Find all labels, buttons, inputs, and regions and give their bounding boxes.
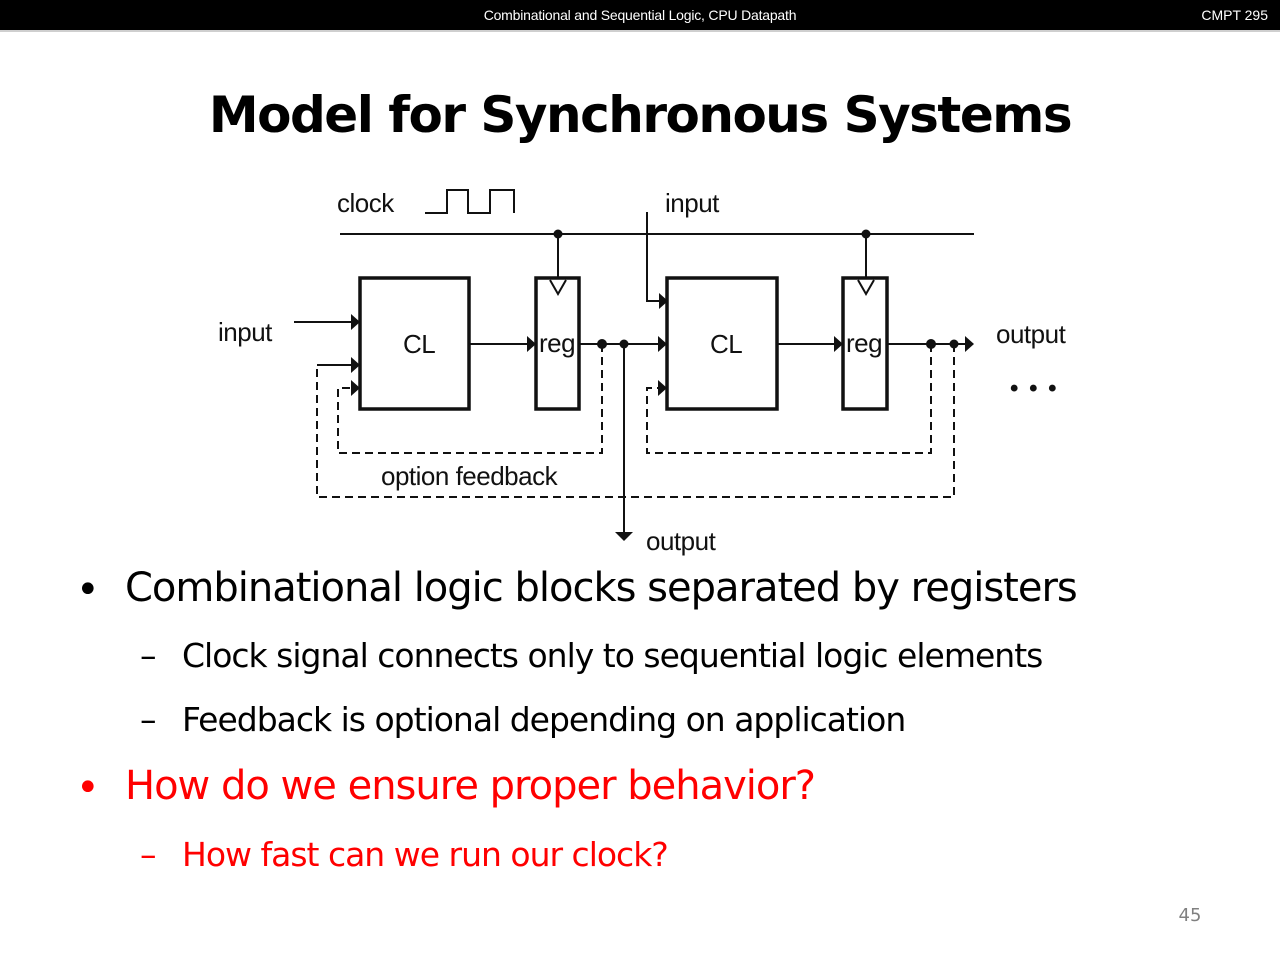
reg-label-1: reg <box>539 328 575 358</box>
slide-header-bar: Combinational and Sequential Logic, CPU … <box>0 0 1280 32</box>
bullet-1-text: Combinational logic blocks separated by … <box>125 565 1078 611</box>
bullet-2-text: How do we ensure proper behavior? <box>125 763 816 809</box>
synchronous-system-diagram: clock input CL reg CL reg input output o… <box>218 188 1067 556</box>
arrow-head <box>351 380 360 396</box>
sub-bullet-2-1-text: How fast can we run our clock? <box>182 835 669 874</box>
course-code: CMPT 295 <box>1201 7 1268 23</box>
arrow-head <box>834 336 843 352</box>
arrow-head <box>658 380 667 396</box>
sub-bullet-glyph: – <box>140 636 156 675</box>
output-right-label: output <box>996 319 1067 349</box>
sub-bullet-1-2-text: Feedback is optional depending on applic… <box>182 700 906 739</box>
sub-bullet-1-1-text: Clock signal connects only to sequential… <box>182 636 1043 675</box>
clock-triangle-1 <box>549 279 567 297</box>
cl-block-2 <box>665 276 779 411</box>
input-left-label: input <box>218 317 273 347</box>
page-number: 45 <box>1178 905 1202 926</box>
continuation-ellipsis: • • • <box>1010 375 1059 402</box>
arrow-head <box>527 336 536 352</box>
sub-bullet-glyph: – <box>140 700 156 739</box>
reg-label-2: reg <box>846 328 882 358</box>
bullet-glyph: • <box>76 765 100 811</box>
clock-triangle-2 <box>857 279 875 297</box>
feedback-loop-inner-2 <box>646 344 932 454</box>
cl-label-1: CL <box>403 329 435 359</box>
feedback-loop-inner-1 <box>337 344 603 454</box>
course-title: Combinational and Sequential Logic, CPU … <box>483 7 797 23</box>
arrow-head <box>351 314 360 330</box>
clock-waveform <box>425 189 515 214</box>
input-top-label: input <box>665 188 720 218</box>
arrow-head <box>659 293 668 309</box>
arrow-head <box>615 532 633 541</box>
input-top-wire <box>646 212 660 302</box>
output-bottom-label: output <box>646 526 717 556</box>
arrow-head <box>965 336 974 352</box>
slide-title: Model for Synchronous Systems <box>208 86 1073 144</box>
arrow-head <box>351 357 360 373</box>
bullet-glyph: • <box>76 567 100 613</box>
clock-label: clock <box>337 188 395 218</box>
sub-bullet-glyph: – <box>140 835 156 874</box>
arrow-head <box>658 336 667 352</box>
cl-label-2: CL <box>710 329 742 359</box>
cl-block-1 <box>358 276 471 411</box>
option-feedback-label: option feedback <box>381 461 559 491</box>
register-1 <box>534 276 581 411</box>
